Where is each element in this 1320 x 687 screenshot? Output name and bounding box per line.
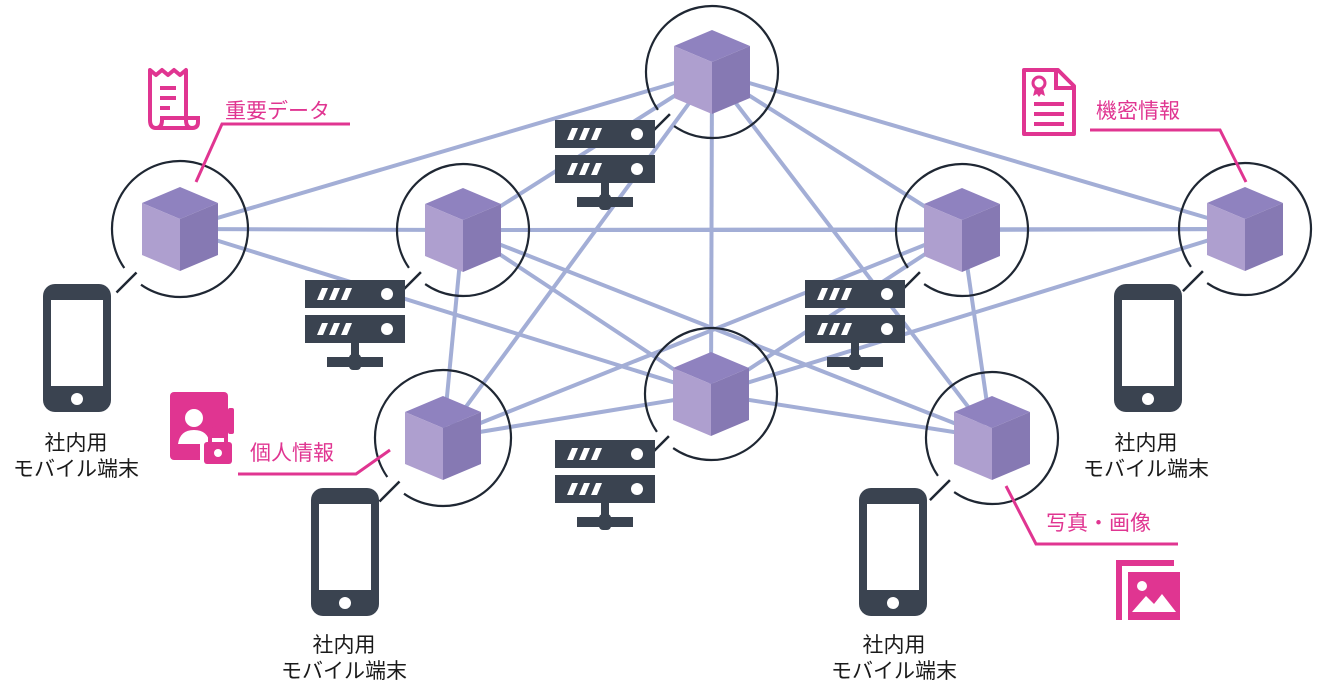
device-label-line1: 社内用 [862, 633, 926, 657]
network-link [709, 228, 964, 396]
device-label-line2: モバイル端末 [831, 659, 957, 683]
smartphone-icon [1114, 284, 1182, 412]
device-label-line2: モバイル端末 [1083, 457, 1209, 481]
label-confidential-info: 機密情報 [1096, 99, 1180, 123]
network-link [462, 227, 1246, 232]
label-important-data: 重要データ [225, 99, 330, 123]
callout-line [238, 448, 391, 476]
device-label-line2: モバイル端末 [13, 457, 139, 481]
node-ring [1177, 161, 1313, 297]
node-cube-icon [673, 352, 749, 436]
node-cube-icon [405, 396, 481, 480]
node-n-far-right [1177, 161, 1313, 297]
node-ring-tail [115, 271, 138, 294]
device-label-far-left: 社内用 モバイル端末 [0, 430, 152, 482]
device-label-line1: 社内用 [1114, 431, 1178, 455]
network-link [461, 70, 714, 232]
network-link [179, 70, 713, 231]
node-n-bottom-left [373, 368, 513, 508]
node-ring-tail [1182, 270, 1204, 292]
callout-confidential-info [1090, 128, 1248, 183]
image-gallery-icon [1116, 560, 1180, 620]
network-link [710, 70, 964, 232]
node-ring [894, 162, 1030, 298]
node-n-far-left [110, 159, 250, 299]
network-link [442, 228, 963, 440]
network-link [710, 392, 993, 440]
network-link [709, 71, 714, 395]
network-link [710, 70, 994, 440]
smartphone-icon [311, 488, 379, 616]
node-ring [644, 4, 780, 140]
cubes-layer [142, 30, 1283, 480]
callout-line [1090, 128, 1248, 183]
receipt-icon [148, 68, 200, 130]
network-link [461, 228, 713, 396]
device-label-bottom-right: 社内用 モバイル端末 [818, 632, 970, 684]
personal-contact-lock-icon [170, 392, 236, 468]
node-cube-icon [425, 188, 501, 272]
node-ring-tail [929, 479, 951, 501]
device-label-line2: モバイル端末 [281, 659, 407, 683]
server-icon [555, 440, 655, 530]
label-personal-info: 個人情報 [250, 441, 334, 465]
node-cube-icon [142, 187, 218, 271]
device-label-line1: 社内用 [44, 431, 108, 455]
label-photos-images: 写真・画像 [1046, 511, 1151, 535]
smartphone-icon [859, 488, 927, 616]
network-link [462, 228, 993, 440]
callout-line [1004, 485, 1178, 546]
network-link [442, 392, 712, 440]
server-icon [805, 280, 905, 370]
callout-personal-info [238, 448, 391, 476]
device-label-bottom-left: 社内用 モバイル端末 [268, 632, 420, 684]
certificate-icon [1022, 68, 1076, 136]
network-link [710, 227, 1246, 396]
server-icon [555, 120, 655, 210]
smartphone-icon [43, 284, 111, 412]
node-cube-icon [674, 30, 750, 114]
node-ring [110, 159, 250, 299]
node-cube-icon [954, 396, 1030, 480]
callout-photos [1004, 485, 1178, 546]
node-ring-tail [378, 480, 401, 503]
device-label-far-right: 社内用 モバイル端末 [1070, 430, 1222, 482]
node-ring [373, 368, 513, 508]
network-link [179, 227, 464, 232]
network-link [711, 70, 1246, 231]
node-ring [643, 326, 779, 462]
node-cube-icon [1207, 187, 1283, 271]
node-cube-icon [924, 188, 1000, 272]
network-link [441, 70, 714, 440]
callout-important-data [194, 122, 350, 183]
phones-layer [43, 284, 1182, 616]
device-label-line1: 社内用 [312, 633, 376, 657]
server-icon [305, 280, 405, 370]
callout-line [194, 122, 350, 183]
node-ring [395, 162, 531, 298]
servers-layer [305, 120, 905, 530]
